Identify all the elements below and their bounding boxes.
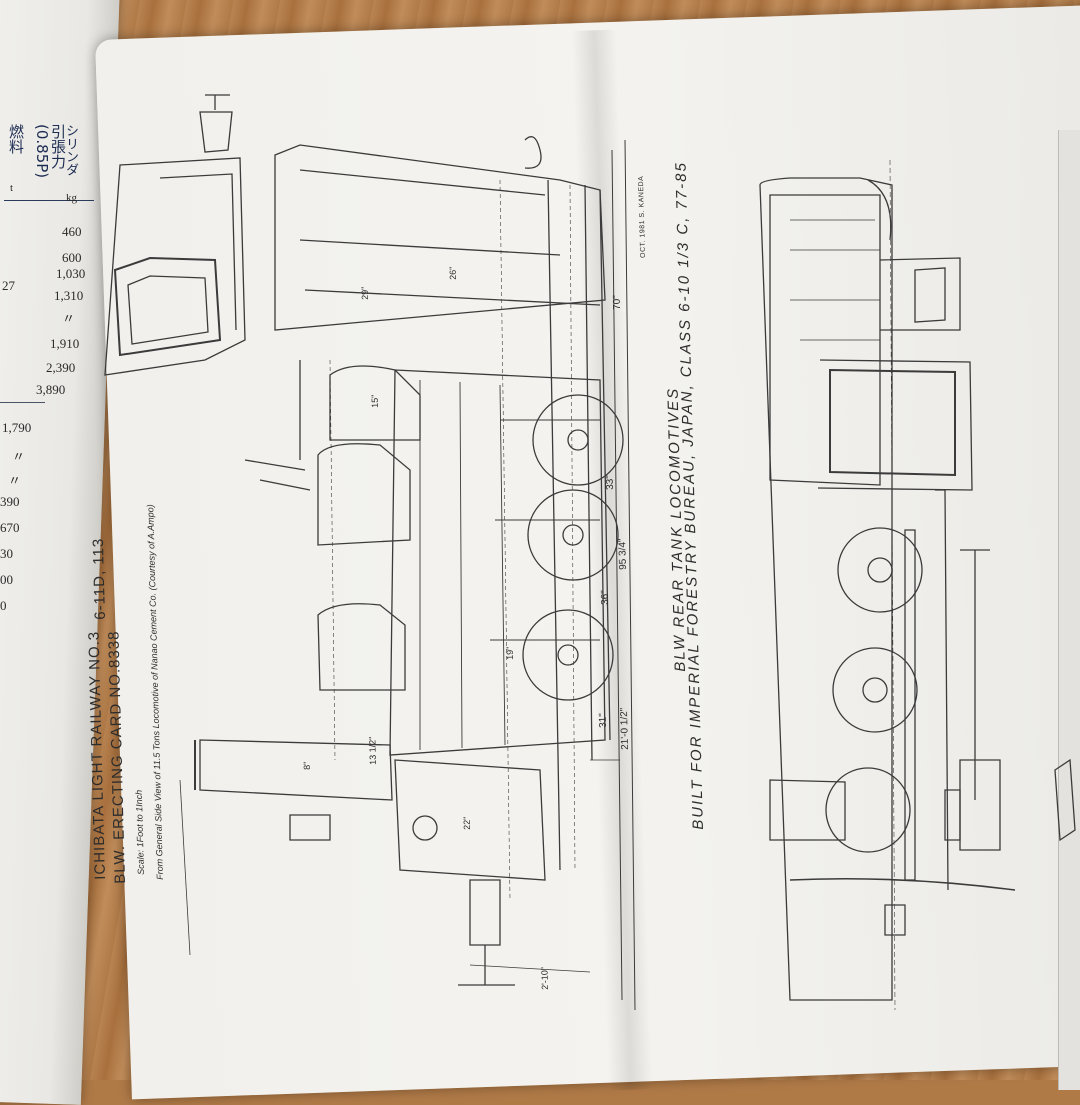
header-fuel: 燃料 xyxy=(7,124,25,154)
table-value: 30 xyxy=(0,546,13,561)
table-value: 1,030 xyxy=(56,266,86,281)
spec-table-fragment: 燃料 引張力(0.85P) シリンダ t kg 460 600 1,030 27… xyxy=(0,110,95,630)
dimension-label: 19" xyxy=(504,646,515,660)
ichibata-locomotive-drawing xyxy=(104,94,636,1011)
dimension-label: 26" xyxy=(447,266,458,280)
dimension-label: 95 3/4" xyxy=(617,538,629,570)
dimension-label: 21'-0 1/2" xyxy=(618,707,631,750)
dimension-label: 13 1/2" xyxy=(367,736,378,765)
table-value: 1,790 xyxy=(2,420,32,435)
table-value: 3,890 xyxy=(36,382,66,397)
dimension-label: 31" xyxy=(597,713,609,728)
dimension-label: 36" xyxy=(599,590,611,605)
table-value: 00 xyxy=(0,572,13,587)
class-code: 6-11D, 113 xyxy=(89,537,109,620)
table-value: 600 xyxy=(62,250,82,265)
table-rule xyxy=(0,402,45,403)
blw-rear-tank-locomotive-drawing xyxy=(759,159,1076,1011)
spec-table-header: 燃料 引張力(0.85P) シリンダ t kg xyxy=(4,120,94,204)
table-value: 2,390 xyxy=(46,360,76,375)
table-value: 1,310 xyxy=(54,288,84,303)
table-value: 1,910 xyxy=(50,336,80,351)
unit-t: t xyxy=(10,182,14,194)
table-value: 460 xyxy=(62,224,82,239)
dimension-label: 33" xyxy=(604,475,616,490)
unit-kg: kg xyxy=(66,192,77,204)
dimension-label: 29" xyxy=(359,286,370,300)
header-cylinder: シリンダ xyxy=(63,124,78,176)
next-page-edge xyxy=(1058,130,1080,1090)
locomotive-drawings xyxy=(104,94,1076,1011)
dimension-label: 22" xyxy=(461,816,472,830)
table-value: 390 xyxy=(0,494,20,509)
header-tractive-force: 引張力(0.85P) xyxy=(33,124,67,179)
dimension-label: 15" xyxy=(369,394,380,408)
table-value: 〃 xyxy=(12,449,26,464)
dimension-label: 70" xyxy=(611,295,623,310)
dimension-label: 8" xyxy=(301,761,312,770)
table-value: 〃 xyxy=(8,473,22,488)
table-value: 〃 xyxy=(62,311,76,326)
table-fragment: 27 xyxy=(2,278,15,293)
dimension-label: 2'-10" xyxy=(539,966,550,990)
table-value: 670 xyxy=(0,520,20,535)
table-value: 0 xyxy=(0,598,7,613)
